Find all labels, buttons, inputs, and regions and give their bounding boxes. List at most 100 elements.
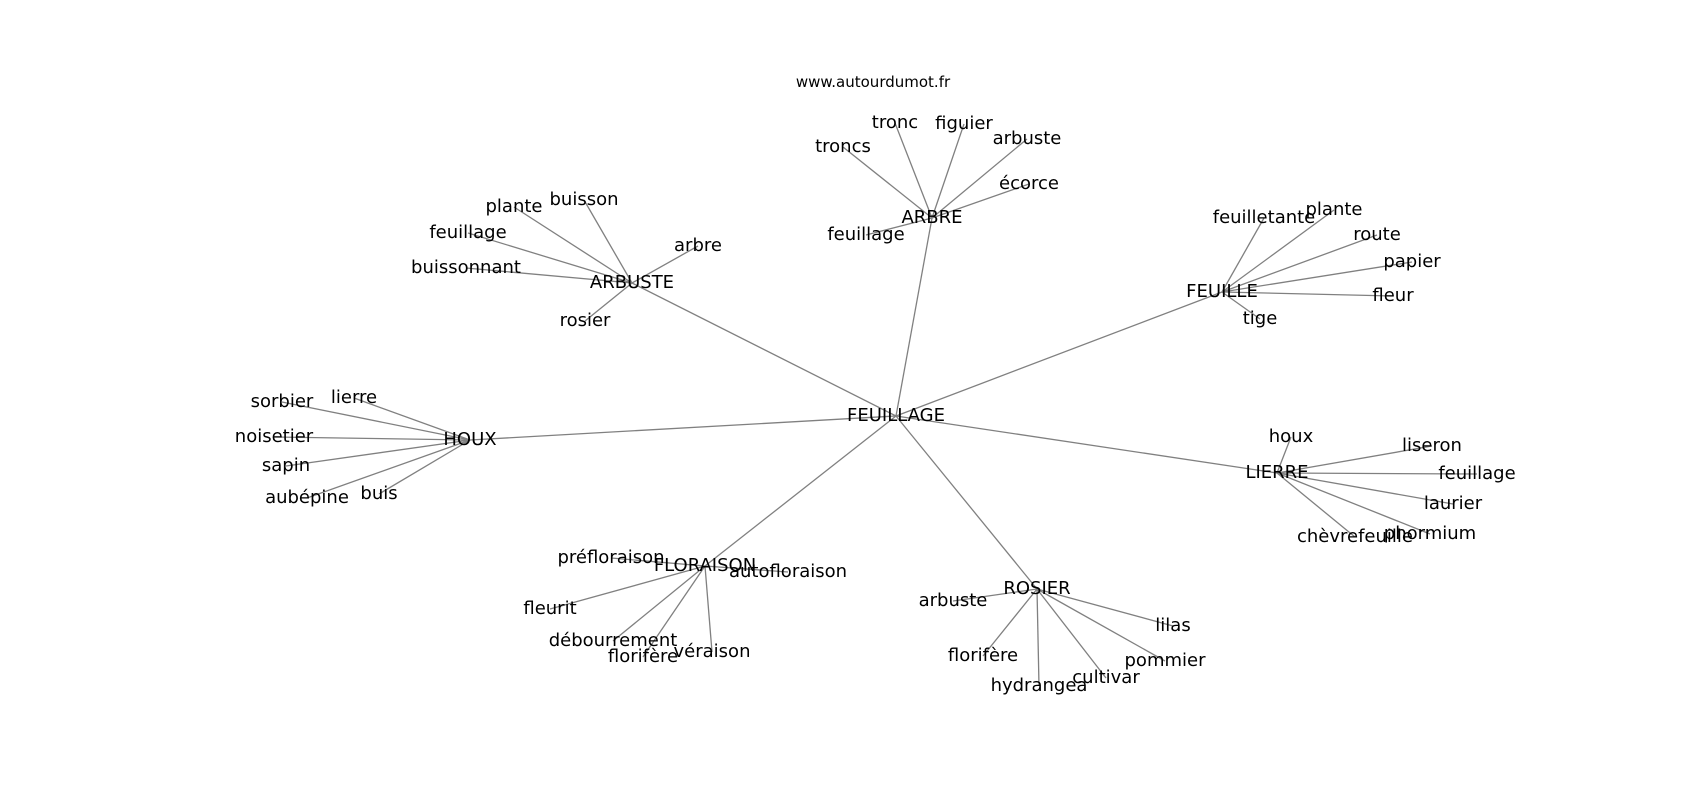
node-leaf-houx-buis: buis: [360, 483, 397, 504]
edge-center-arbuste: [631, 282, 897, 417]
node-leaf-lierre-liseron: liseron: [1402, 435, 1462, 456]
edge-feuille-fleur: [1221, 291, 1394, 297]
node-leaf-lierre-feuillage: feuillage: [1438, 463, 1515, 484]
node-leaf-rosier-cultivar: cultivar: [1072, 667, 1140, 688]
edge-rosier-hydrangea: [1036, 588, 1040, 687]
node-leaf-houx-sorbier: sorbier: [251, 391, 314, 412]
node-leaf-arbuste-buisson: buisson: [549, 189, 618, 210]
edge-center-feuille: [895, 291, 1223, 417]
edge-center-lierre: [895, 415, 1278, 474]
edge-lierre-chevrefeuille: [1276, 472, 1356, 538]
edge-floraison-florifere: [642, 565, 706, 658]
edge-lierre-laurier: [1276, 472, 1454, 505]
edge-center-arbre: [895, 217, 933, 417]
edge-arbre-feuillage: [865, 217, 933, 236]
node-leaf-rosier-hydrangea: hydrangea: [991, 675, 1088, 696]
node-leaf-houx-aubepine: aubépine: [265, 487, 349, 508]
node-leaf-arbuste-buissonnant: buissonnant: [411, 257, 521, 278]
node-hub-feuille: FEUILLE: [1186, 281, 1258, 302]
edge-rosier-florifere: [982, 588, 1038, 657]
node-leaf-houx-noisetier: noisetier: [235, 426, 314, 447]
edge-arbre-tronc: [894, 122, 933, 219]
edge-center-houx: [469, 415, 897, 441]
node-leaf-floraison-autofloraison: autofloraison: [729, 561, 847, 582]
node-hub-houx: HOUX: [443, 429, 496, 450]
node-center: FEUILLAGE: [847, 405, 945, 426]
edge-floraison-autofloraison: [704, 565, 789, 573]
node-hub-arbre: ARBRE: [901, 207, 962, 228]
edge-arbuste-feuillage: [467, 232, 633, 284]
node-leaf-rosier-arbuste: arbuste: [919, 590, 988, 611]
edge-feuille-route: [1221, 234, 1378, 293]
edge-lierre-phormium: [1276, 472, 1431, 535]
edge-floraison-prefloraison: [610, 557, 706, 567]
edge-houx-sorbier: [281, 401, 471, 441]
node-leaf-floraison-prefloraison: préfloraison: [557, 547, 664, 568]
edge-feuille-feuilletante: [1221, 217, 1265, 293]
edge-arbuste-arbre: [631, 245, 699, 284]
edge-floraison-veraison: [704, 565, 713, 653]
node-leaf-floraison-debourrement: débourrement: [549, 630, 678, 651]
edge-floraison-debourrement: [612, 565, 706, 642]
edge-arbre-arbuste: [931, 138, 1028, 219]
node-leaf-lierre-houx: houx: [1269, 426, 1314, 447]
node-leaf-rosier-lilas: lilas: [1155, 615, 1190, 636]
node-leaf-arbre-arbuste: arbuste: [993, 128, 1062, 149]
edge-lierre-feuillage: [1276, 472, 1478, 475]
node-leaf-arbre-troncs: troncs: [815, 136, 871, 157]
edge-houx-aubepine: [306, 439, 471, 499]
edge-arbre-figuier: [931, 123, 965, 219]
node-leaf-arbre-ecorce: écorce: [999, 173, 1059, 194]
edge-lierre-houx: [1276, 436, 1292, 474]
edge-feuille-plante: [1221, 209, 1335, 293]
edge-rosier-pommier: [1036, 588, 1166, 662]
edge-arbuste-buissonnant: [465, 267, 633, 284]
node-leaf-feuille-fleur: fleur: [1372, 285, 1414, 306]
edge-houx-noisetier: [273, 436, 471, 441]
edge-feuille-tige: [1221, 291, 1261, 320]
node-leaf-feuille-papier: papier: [1383, 251, 1441, 272]
node-leaf-arbuste-arbre: arbre: [674, 235, 722, 256]
source-label: www.autourdumot.fr: [796, 73, 951, 91]
node-leaf-arbuste-plante: plante: [486, 196, 543, 217]
edge-rosier-cultivar: [1036, 588, 1107, 679]
node-leaf-lierre-chevrefeuille: chèvrefeuille: [1297, 526, 1413, 547]
edge-houx-buis: [378, 439, 471, 495]
node-leaf-floraison-florifere: florifère: [608, 646, 678, 667]
edge-arbuste-plante: [513, 206, 633, 284]
edge-arbuste-buisson: [583, 199, 633, 284]
node-leaf-feuille-tige: tige: [1243, 308, 1278, 329]
node-leaf-arbuste-feuillage: feuillage: [429, 222, 506, 243]
edge-houx-sapin: [285, 439, 471, 467]
node-leaf-floraison-veraison: véraison: [674, 641, 751, 662]
node-leaf-rosier-florifere: florifère: [948, 645, 1018, 666]
edge-arbre-troncs: [842, 146, 933, 219]
node-leaf-lierre-phormium: phormium: [1384, 523, 1476, 544]
node-leaf-arbuste-rosier: rosier: [560, 310, 611, 331]
edge-lierre-liseron: [1276, 445, 1433, 474]
node-leaf-houx-sapin: sapin: [262, 455, 310, 476]
edge-houx-lierre: [353, 397, 471, 441]
edge-center-floraison: [704, 415, 897, 567]
node-hub-lierre: LIERRE: [1245, 462, 1308, 483]
node-leaf-feuille-plante: plante: [1306, 199, 1363, 220]
edges-layer: [273, 122, 1478, 687]
node-leaf-arbre-feuillage: feuillage: [827, 224, 904, 245]
node-leaf-arbre-figuier: figuier: [935, 113, 993, 134]
node-leaf-floraison-fleurit: fleurit: [523, 598, 576, 619]
node-hub-arbuste: ARBUSTE: [590, 272, 674, 293]
node-leaf-houx-lierre: lierre: [331, 387, 377, 408]
node-leaf-rosier-pommier: pommier: [1125, 650, 1207, 671]
node-hub-rosier: ROSIER: [1003, 578, 1070, 599]
edge-feuille-papier: [1221, 261, 1413, 293]
edge-rosier-lilas: [1036, 588, 1174, 627]
edge-rosier-arbuste: [952, 588, 1038, 602]
node-hub-floraison: FLORAISON: [654, 555, 756, 576]
node-leaf-lierre-laurier: laurier: [1424, 493, 1483, 514]
node-leaf-feuille-feuilletante: feuilletante: [1213, 207, 1316, 228]
edge-center-rosier: [895, 415, 1038, 590]
node-leaf-arbre-tronc: tronc: [872, 112, 918, 133]
edge-arbuste-rosier: [584, 282, 633, 322]
